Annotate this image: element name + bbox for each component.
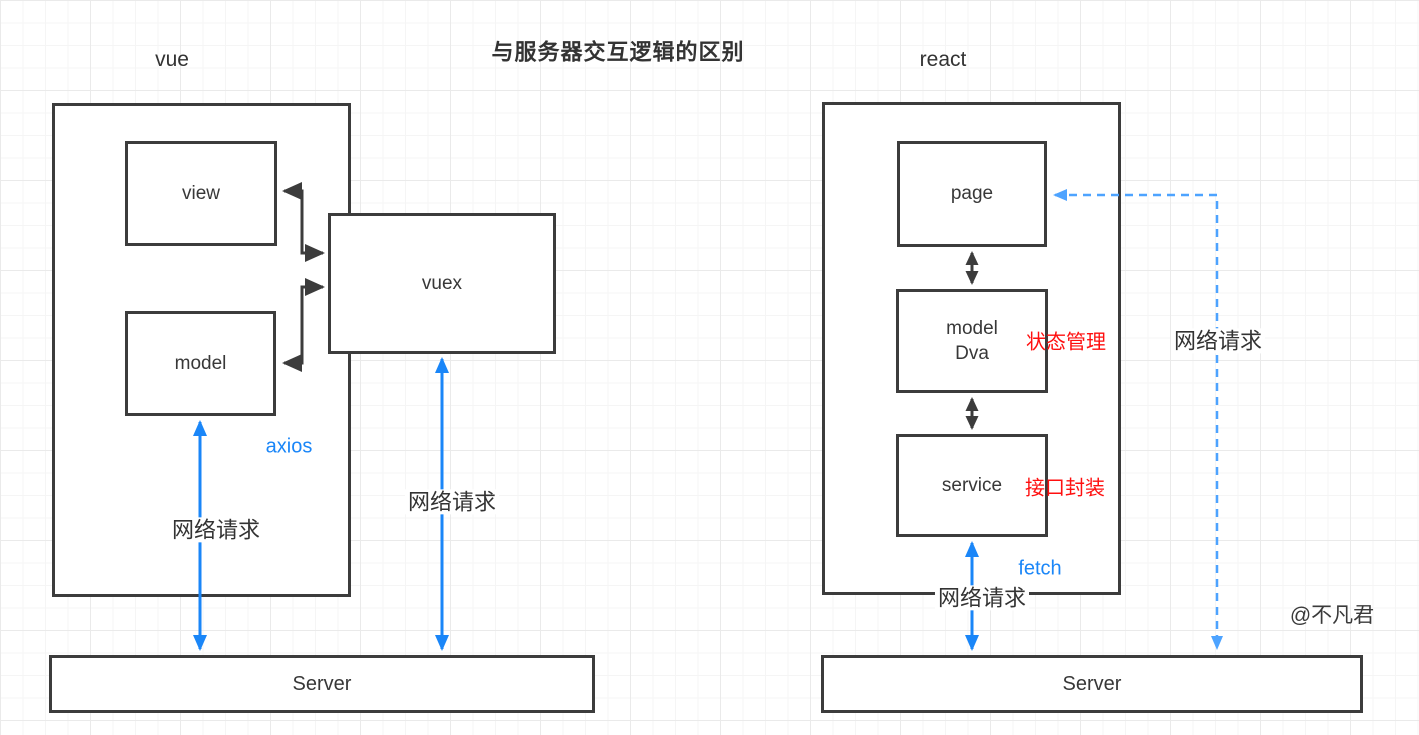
server-box-left-label: Server [292,672,352,695]
watermark: @不凡君 [1289,603,1375,627]
model-dva-line2: Dva [955,343,989,364]
server-box-right: Server [821,655,1363,713]
react-section-label: react [919,47,967,71]
state-management-note: 状态管理 [1026,331,1106,354]
network-request-label-vue-model: 网络请求 [168,517,264,543]
model-box-vue: model [125,311,276,416]
view-box-label: view [181,182,220,204]
server-box-left: Server [49,655,595,713]
server-box-right-label: Server [1062,672,1122,695]
vuex-box-label: vuex [421,272,463,294]
diagram-title: 与服务器交互逻辑的区别 [491,39,745,65]
fetch-label: fetch [1018,557,1062,580]
network-request-label-service: 网络请求 [934,585,1030,611]
service-box: service [896,434,1048,537]
model-dva-line1: model [946,318,998,339]
vue-section-label: vue [155,47,189,71]
model-dva-box: model Dva [896,289,1048,393]
page-box: page [897,141,1047,247]
service-box-label: service [941,474,1003,496]
view-box: view [125,141,277,246]
page-box-label: page [950,183,994,204]
network-request-label-dashed: 网络请求 [1170,328,1266,354]
vuex-box: vuex [328,213,556,354]
api-encapsulation-note: 接口封装 [1025,477,1105,500]
model-box-vue-label: model [174,352,227,374]
network-request-label-vuex: 网络请求 [404,489,500,515]
axios-label: axios [265,435,313,458]
